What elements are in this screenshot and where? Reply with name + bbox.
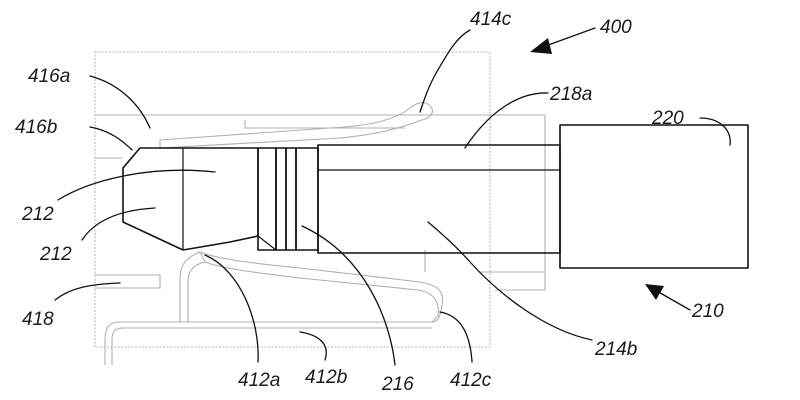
plug-tip-212 xyxy=(122,147,184,251)
insulator-band-1 xyxy=(257,147,277,251)
insulator-band-2 xyxy=(275,147,287,251)
label-416b: 416b xyxy=(15,117,57,138)
sleeve-collar xyxy=(295,147,319,251)
leader-412c xyxy=(439,311,473,363)
label-214b: 214b xyxy=(594,339,637,360)
leader-412a xyxy=(204,254,259,363)
label-210: 210 xyxy=(691,301,724,322)
label-212-upper: 212 xyxy=(21,204,54,225)
label-218a: 218a xyxy=(549,84,592,105)
arrow-210-shaft xyxy=(654,289,691,311)
label-220: 220 xyxy=(651,108,684,129)
label-412b: 412b xyxy=(305,367,347,388)
insulator-band-3 xyxy=(285,147,297,251)
label-400: 400 xyxy=(600,17,632,38)
housing-outer-outline xyxy=(94,51,491,348)
arrow-400-head xyxy=(530,38,552,54)
leader-220 xyxy=(699,117,731,146)
leader-416b xyxy=(89,126,133,151)
label-414c: 414c xyxy=(470,9,512,30)
plug-ring-section xyxy=(182,147,259,251)
label-416a: 416a xyxy=(28,66,70,87)
arrow-400 xyxy=(530,27,596,54)
leader-412b xyxy=(299,331,327,361)
housing-inner-step xyxy=(95,114,546,291)
plug-body-220 xyxy=(559,124,749,269)
lower-contact-arm xyxy=(179,251,201,322)
leader-214b xyxy=(427,221,593,341)
lower-contact-arm-inner xyxy=(187,261,206,322)
band-chamfer xyxy=(257,235,277,251)
leader-216 xyxy=(301,225,396,366)
leader-218a xyxy=(464,92,549,149)
sleeve-214b xyxy=(317,144,561,254)
leader-212-upper xyxy=(57,169,216,201)
arrow-210 xyxy=(645,284,691,311)
housing-tab-418 xyxy=(95,274,161,289)
label-216: 216 xyxy=(381,374,414,395)
plug-210 xyxy=(122,124,749,269)
label-412a: 412a xyxy=(238,370,280,391)
label-212-lower: 212 xyxy=(39,244,72,265)
upper-spring-contact xyxy=(159,101,433,149)
lower-spring-contact xyxy=(198,250,444,323)
reference-labels: 400 414c 416a 416b 218a 220 212 212 418 … xyxy=(15,9,724,395)
leader-414c xyxy=(419,29,471,113)
leader-416a xyxy=(89,75,151,129)
label-418: 418 xyxy=(22,309,54,330)
label-412c: 412c xyxy=(450,370,492,391)
receptacle-housing-outline xyxy=(94,51,546,348)
leader-418 xyxy=(54,282,121,301)
leader-lines xyxy=(54,29,731,366)
arrow-210-head xyxy=(645,284,664,300)
housing-slot-top xyxy=(244,120,405,129)
leader-212-lower xyxy=(81,207,156,241)
lower-contact-base xyxy=(104,321,432,365)
